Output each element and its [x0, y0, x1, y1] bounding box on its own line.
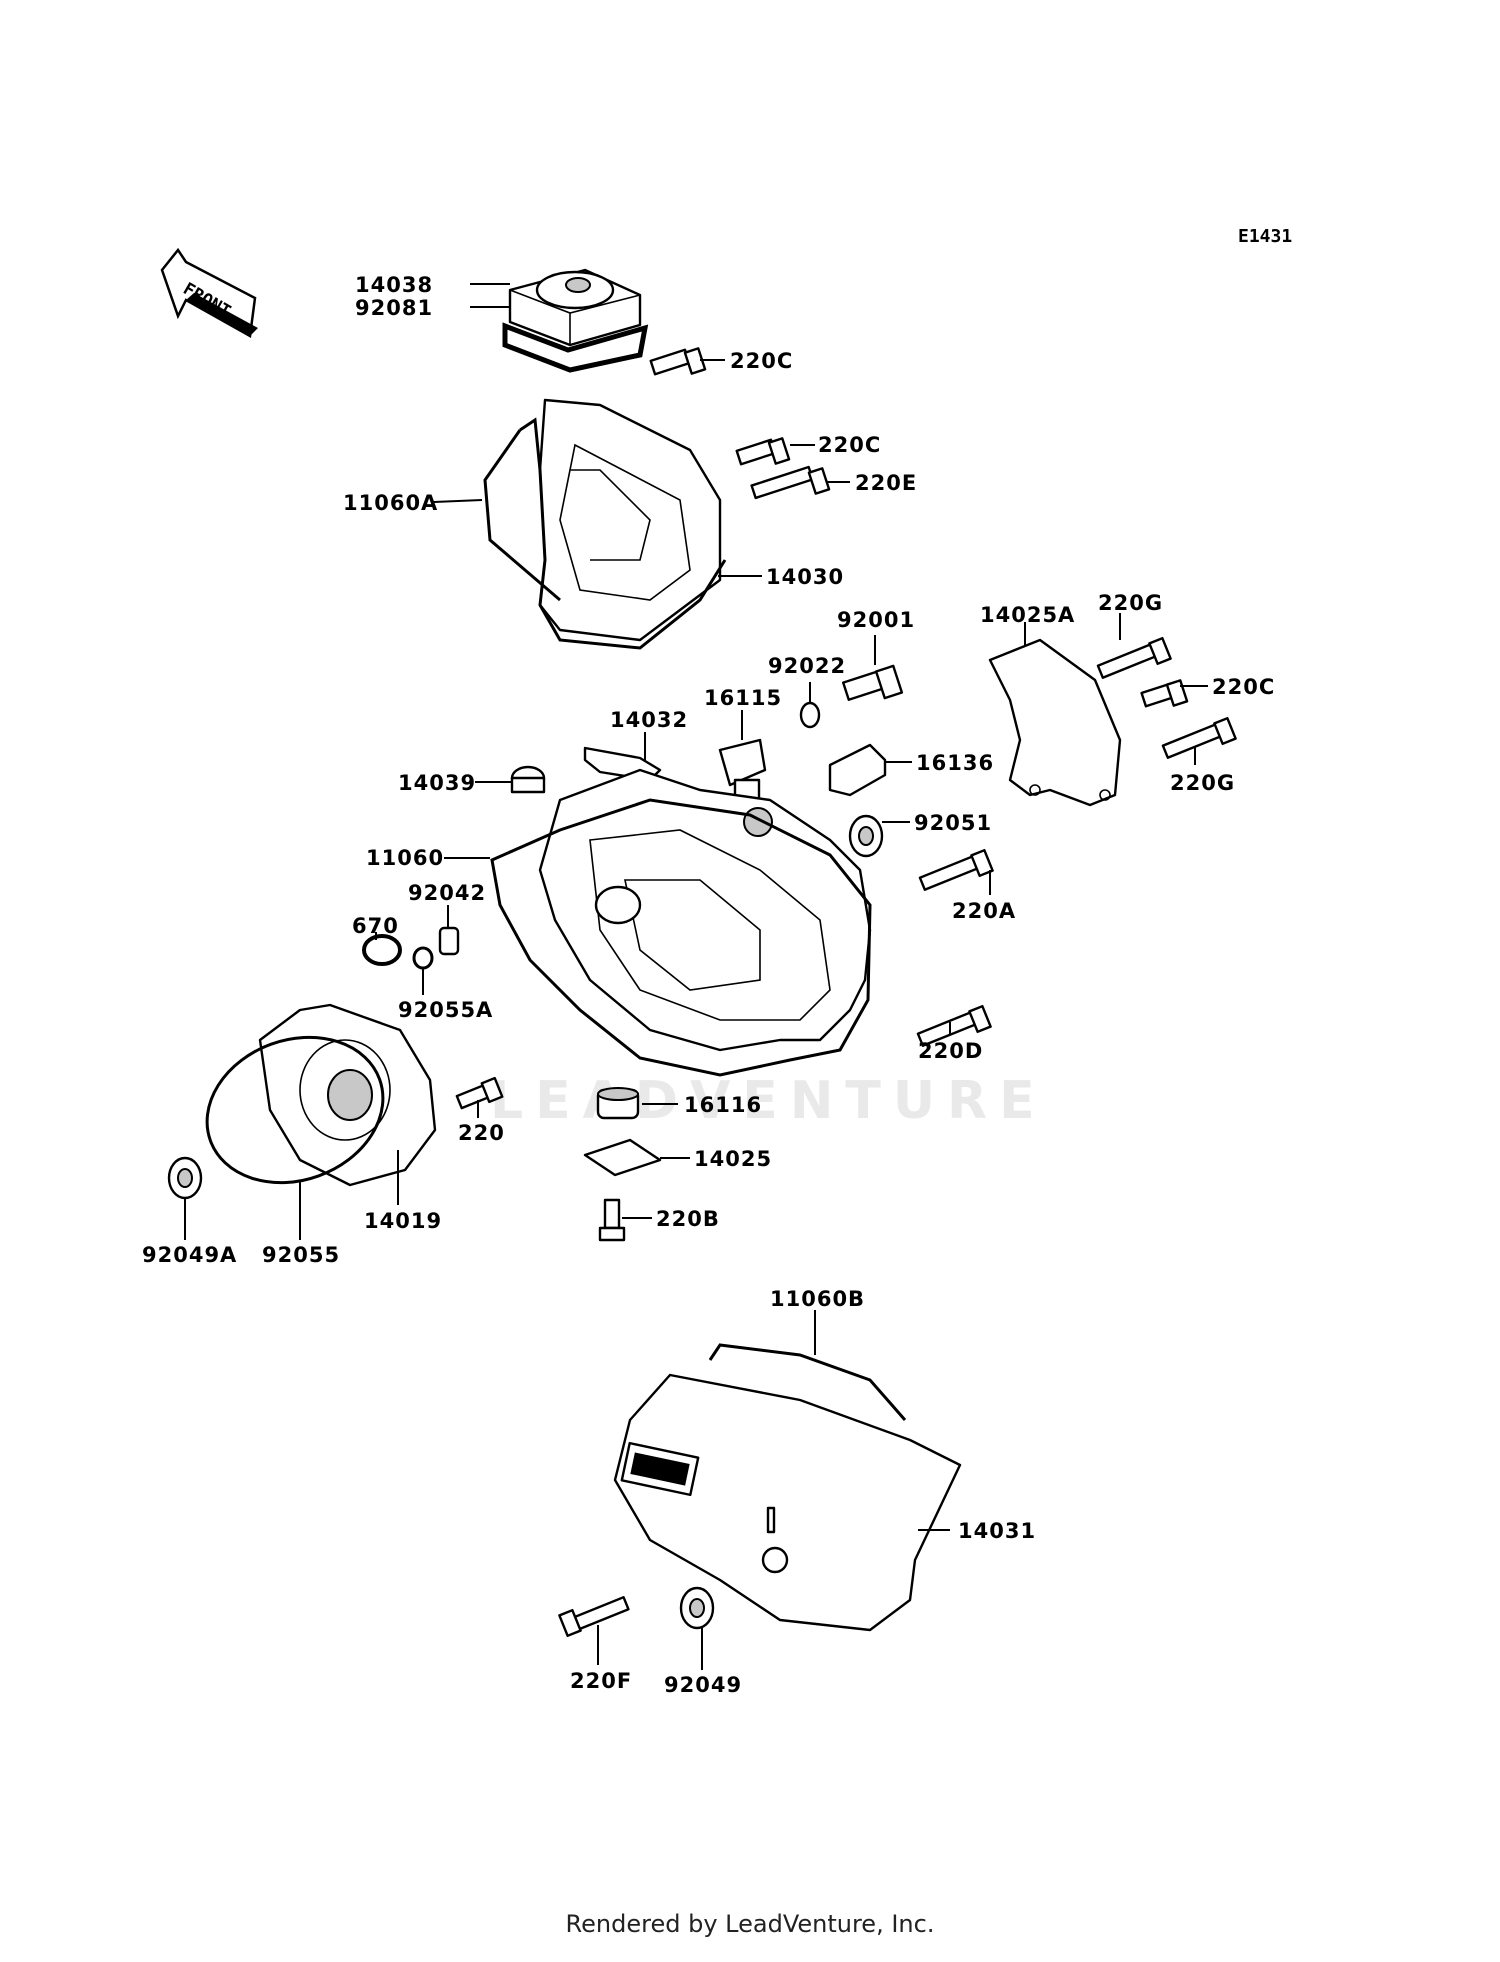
label-220G-a[interactable]: 220G — [1098, 591, 1163, 615]
part-92049A-seal[interactable] — [167, 1156, 203, 1200]
part-220B-bolt[interactable] — [598, 1198, 626, 1242]
leader-lines — [184, 283, 1208, 1670]
part-92055A-oring[interactable] — [412, 946, 434, 970]
part-14019-housing[interactable] — [258, 1003, 437, 1187]
label-220C-a[interactable]: 220C — [730, 349, 793, 373]
label-14032[interactable]: 14032 — [610, 708, 688, 732]
label-92042[interactable]: 92042 — [408, 881, 486, 905]
part-92051-seal[interactable] — [848, 814, 884, 858]
part-11060-gasket[interactable] — [490, 798, 872, 1077]
label-220F[interactable]: 220F — [570, 1669, 632, 1693]
label-220G-b[interactable]: 220G — [1170, 771, 1235, 795]
label-670[interactable]: 670 — [352, 914, 399, 938]
label-220B[interactable]: 220B — [656, 1207, 720, 1231]
part-11060A-gasket[interactable] — [483, 417, 727, 650]
part-16115-plug[interactable] — [718, 738, 767, 804]
label-11060A[interactable]: 11060A — [343, 491, 438, 515]
label-92022[interactable]: 92022 — [768, 654, 846, 678]
label-220C-b[interactable]: 220C — [818, 433, 881, 457]
footer-credit: Rendered by LeadVenture, Inc. — [565, 1910, 935, 1938]
label-220C-c[interactable]: 220C — [1212, 675, 1275, 699]
label-92055A[interactable]: 92055A — [398, 998, 493, 1022]
part-14038-cap[interactable] — [508, 268, 642, 347]
part-14025A-guard[interactable] — [988, 638, 1122, 807]
label-14030[interactable]: 14030 — [766, 565, 844, 589]
label-14025A[interactable]: 14025A — [980, 603, 1075, 627]
part-220-bolt[interactable] — [455, 1076, 504, 1110]
label-16116[interactable]: 16116 — [684, 1093, 762, 1117]
label-92051[interactable]: 92051 — [914, 811, 992, 835]
label-220E[interactable]: 220E — [855, 471, 917, 495]
part-16116-bearing[interactable] — [596, 1087, 640, 1120]
part-14031-cover[interactable] — [613, 1373, 962, 1632]
label-92081[interactable]: 92081 — [355, 296, 433, 320]
label-220[interactable]: 220 — [458, 1121, 505, 1145]
part-670-oring[interactable] — [362, 934, 402, 966]
label-16115[interactable]: 16115 — [704, 686, 782, 710]
part-92042-dowel[interactable] — [438, 926, 460, 956]
part-11060B-gasket[interactable] — [708, 1343, 907, 1421]
part-92022-washer[interactable] — [799, 701, 821, 729]
label-14019[interactable]: 14019 — [364, 1209, 442, 1233]
part-main-crankcase-cover[interactable] — [538, 768, 872, 1052]
part-92049-seal[interactable] — [679, 1586, 715, 1630]
part-92055-oring[interactable] — [186, 1013, 403, 1206]
diagram-code: E1431 — [1238, 226, 1292, 247]
part-220G-bolt-b[interactable] — [1161, 716, 1237, 759]
label-14025[interactable]: 14025 — [694, 1147, 772, 1171]
label-92001[interactable]: 92001 — [837, 608, 915, 632]
part-220A-bolt[interactable] — [918, 848, 994, 891]
part-220E-bolt[interactable] — [750, 465, 831, 500]
label-92049A[interactable]: 92049A — [142, 1243, 237, 1267]
part-220C-bolt-c[interactable] — [1140, 679, 1189, 708]
label-220D[interactable]: 220D — [918, 1039, 983, 1063]
part-14039-plug[interactable] — [510, 765, 546, 794]
label-92049[interactable]: 92049 — [664, 1673, 742, 1697]
part-16136-clip[interactable] — [828, 743, 887, 797]
label-14039[interactable]: 14039 — [398, 771, 476, 795]
part-92081-gasket[interactable] — [502, 322, 649, 373]
label-11060B[interactable]: 11060B — [770, 1287, 865, 1311]
label-14038[interactable]: 14038 — [355, 273, 433, 297]
label-16136[interactable]: 16136 — [916, 751, 994, 775]
part-14025-bracket[interactable] — [583, 1138, 662, 1177]
part-220G-bolt-a[interactable] — [1096, 636, 1172, 679]
label-220A[interactable]: 220A — [952, 899, 1016, 923]
front-arrow-icon: FRONT — [160, 247, 258, 338]
part-92001-bolt[interactable] — [841, 664, 904, 701]
watermark-text: LEADVENTURE — [490, 1071, 1047, 1131]
part-220F-bolt[interactable] — [558, 1595, 630, 1638]
label-14031[interactable]: 14031 — [958, 1519, 1036, 1543]
label-11060[interactable]: 11060 — [366, 846, 444, 870]
label-92055[interactable]: 92055 — [262, 1243, 340, 1267]
part-220C-bolt-b[interactable] — [735, 437, 791, 466]
part-220C-bolt-a[interactable] — [649, 347, 707, 376]
